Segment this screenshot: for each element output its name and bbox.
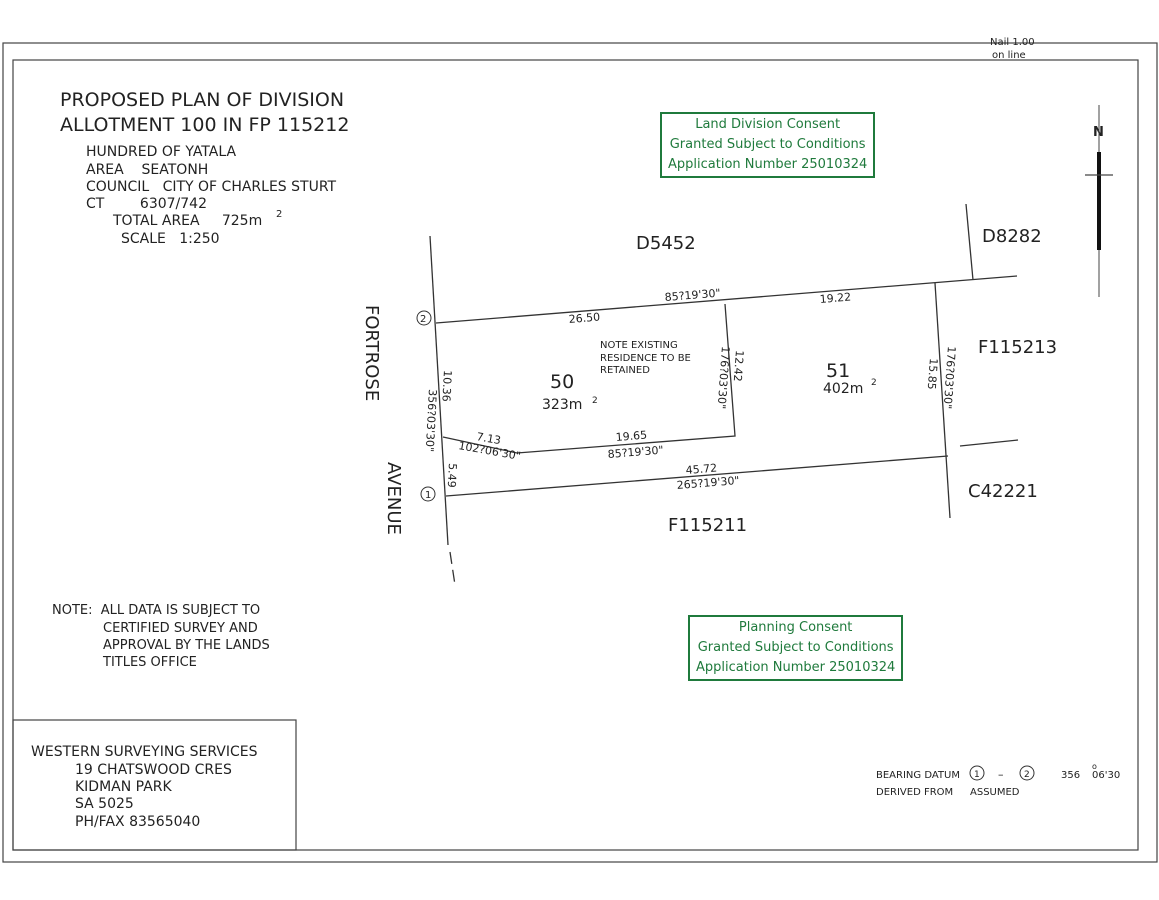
- stamp-line: Application Number 25010324: [696, 660, 896, 675]
- dim-top-left: 26.50: [568, 311, 600, 326]
- plan-title: PROPOSED PLAN OF DIVISION: [60, 89, 344, 111]
- bearing-datum-label: BEARING DATUM: [876, 770, 960, 781]
- datum-dash: –: [998, 768, 1004, 781]
- datum-station-1: 1: [974, 770, 980, 780]
- inner-border: [12, 59, 1139, 851]
- land-division-stamp: Land Division Consent Granted Subject to…: [660, 112, 876, 178]
- disclaimer-2: CERTIFIED SURVEY AND: [103, 621, 258, 636]
- parcel-c42221: C42221: [968, 481, 1038, 502]
- address-box: [12, 719, 297, 851]
- disclaimer-4: TITLES OFFICE: [102, 655, 197, 670]
- parcel-f115213: F115213: [978, 337, 1057, 358]
- surveyor-phone: PH/FAX 83565040: [75, 814, 200, 830]
- residence-note-3: RETAINED: [600, 365, 650, 376]
- road-boundary-dashed: [449, 551, 456, 586]
- total-area-sup: 2: [276, 209, 282, 220]
- dim-bottom-len: 45.72: [685, 462, 717, 477]
- east-boundary: [934, 282, 951, 519]
- dim-top-right: 19.22: [819, 291, 851, 306]
- lot-50-sup: 2: [592, 396, 598, 406]
- dim-left-lower: 5.49: [445, 463, 459, 488]
- stamp-line: Application Number 25010324: [668, 157, 868, 172]
- stamp-line: Granted Subject to Conditions: [669, 137, 866, 152]
- lot-51-sup: 2: [871, 378, 877, 388]
- lot-divider: [442, 303, 736, 454]
- dimensions: 85?19'30" 26.50 19.22 10.36 356?03'30" 5…: [423, 287, 958, 492]
- council: COUNCIL CITY OF CHARLES STURT: [86, 179, 337, 195]
- boundaries: [429, 203, 1019, 586]
- north-label: N: [1093, 125, 1104, 140]
- hundred: HUNDRED OF YATALA: [86, 144, 236, 160]
- dim-angle-len: 7.13: [475, 430, 501, 447]
- derived-label: DERIVED FROM: [876, 787, 953, 798]
- scale: SCALE 1:250: [121, 231, 220, 247]
- dim-mid-len: 19.65: [615, 429, 647, 444]
- residence-note-2: RESIDENCE TO BE: [600, 353, 691, 364]
- surveyor-name: WESTERN SURVEYING SERVICES: [31, 744, 258, 760]
- station-2-icon: [416, 310, 432, 326]
- lot-51-area: 402m: [823, 381, 863, 397]
- stamp-line: Land Division Consent: [695, 117, 841, 132]
- d8282-boundary: [965, 203, 974, 281]
- road-boundary: [429, 235, 449, 546]
- parcel-d5452: D5452: [636, 233, 696, 254]
- dim-divider-bearing: 176?03'30": [715, 346, 732, 410]
- total-area: TOTAL AREA 725m: [112, 213, 262, 229]
- planning-stamp: Planning Consent Granted Subject to Cond…: [688, 615, 904, 681]
- dim-right-len: 15.85: [925, 358, 940, 390]
- south-boundary: [445, 455, 949, 497]
- datum-value: 356: [1061, 770, 1080, 781]
- surveyor-suburb: KIDMAN PARK: [75, 779, 173, 795]
- dim-left-upper: 10.36: [439, 370, 454, 402]
- station-1: 1: [425, 490, 431, 501]
- dim-top-bearing: 85?19'30": [664, 287, 721, 304]
- station-1-icon: [420, 486, 436, 502]
- ct: CT 6307/742: [86, 196, 207, 212]
- datum-station-1-icon: [969, 765, 985, 781]
- disclaimer-3: APPROVAL BY THE LANDS: [103, 638, 270, 653]
- c42221-boundary: [959, 439, 1019, 447]
- parcel-d8282: D8282: [982, 226, 1042, 247]
- station-2: 2: [420, 314, 426, 325]
- lot-50-area: 323m: [542, 397, 582, 413]
- residence-note-1: NOTE EXISTING: [600, 340, 678, 351]
- lot-50-number: 50: [550, 371, 574, 393]
- datum-station-2: 2: [1024, 770, 1030, 780]
- dim-mid-bearing: 85?19'30": [607, 444, 664, 461]
- corner-note-1: Nail 1.00: [990, 37, 1035, 48]
- dim-bottom-bearing: 265?19'30": [676, 474, 740, 492]
- street-name-1: FORTROSE: [361, 305, 382, 401]
- datum-station-2-icon: [1019, 765, 1035, 781]
- stamp-line: Planning Consent: [738, 620, 853, 635]
- street-name-2: AVENUE: [383, 462, 404, 535]
- area: AREA SEATONH: [86, 162, 208, 178]
- datum-minutes: 06'30: [1092, 770, 1120, 781]
- datum-deg: o: [1092, 762, 1097, 771]
- plan-subtitle: ALLOTMENT 100 IN FP 115212: [60, 114, 349, 136]
- stamp-line: Granted Subject to Conditions: [697, 640, 894, 655]
- disclaimer-1: NOTE: ALL DATA IS SUBJECT TO: [52, 603, 260, 618]
- dim-right-bearing: 176?03'30": [941, 346, 958, 410]
- outer-border: [2, 42, 1158, 863]
- surveyor-street: 19 CHATSWOOD CRES: [75, 762, 232, 778]
- derived-value: ASSUMED: [970, 787, 1020, 798]
- north-boundary: [435, 275, 1018, 324]
- lot-51-number: 51: [826, 360, 850, 382]
- parcel-f115211: F115211: [668, 515, 747, 536]
- dim-left-bearing: 356?03'30": [423, 389, 439, 453]
- dim-divider-len: 12.42: [731, 350, 746, 382]
- corner-note-2: on line: [992, 50, 1026, 61]
- surveyor-state: SA 5025: [75, 796, 134, 812]
